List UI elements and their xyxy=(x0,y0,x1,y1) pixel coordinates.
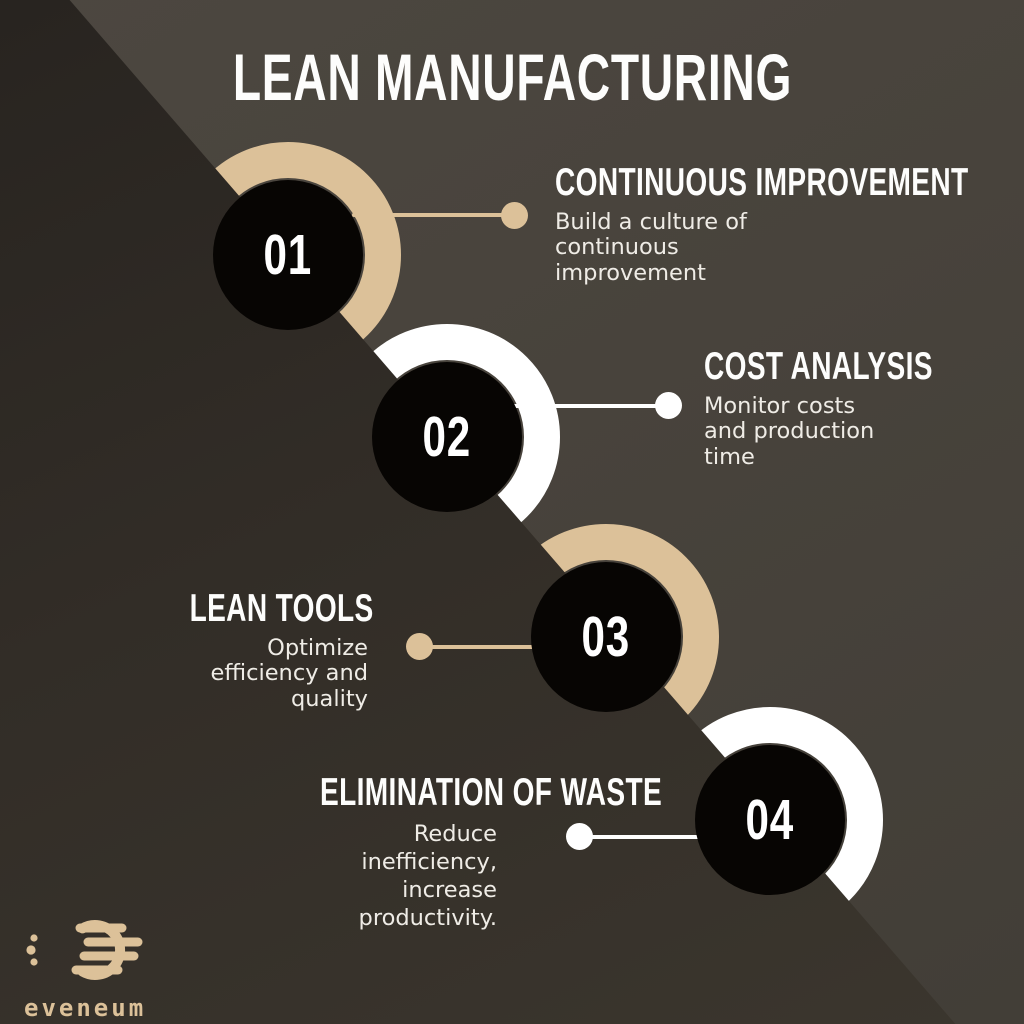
connector-dot xyxy=(566,823,593,850)
eveneum-logo-icon xyxy=(26,920,143,980)
connector-line xyxy=(352,213,514,217)
step-description: Optimize efficiency and quality xyxy=(210,634,369,712)
connector-line xyxy=(579,835,700,839)
step-number-bubble: 01 xyxy=(213,180,363,330)
step-text-block: ELIMINATION OF WASTE Reduce inefficiency… xyxy=(187,771,663,932)
step-number: 03 xyxy=(581,605,631,669)
step-number-bubble: 02 xyxy=(372,362,522,512)
step-number-bubble: 03 xyxy=(531,562,681,712)
connector-line xyxy=(419,645,540,649)
step-heading: LEAN TOOLS xyxy=(189,587,374,630)
step-text-block: LEAN TOOLS Optimize efficiency and quali… xyxy=(118,587,374,712)
page-title: LEAN MANUFACTURING xyxy=(0,44,1024,110)
step-number: 04 xyxy=(745,788,795,852)
brand-logo-text: eveneum xyxy=(24,994,147,1022)
connector-dot xyxy=(655,392,682,419)
step-number: 01 xyxy=(263,223,313,287)
step-heading: COST ANALYSIS xyxy=(704,345,933,388)
step-description: Reduce inefficiency, increase productivi… xyxy=(358,820,497,931)
step-description: Monitor costs and production time xyxy=(704,392,875,470)
page-title-text: LEAN MANUFACTURING xyxy=(232,40,792,114)
step-heading: CONTINUOUS IMPROVEMENT xyxy=(555,161,969,204)
step-heading: ELIMINATION OF WASTE xyxy=(320,771,663,814)
step-number-bubble: 04 xyxy=(695,745,845,895)
step-number: 02 xyxy=(422,405,472,469)
step-text-block: CONTINUOUS IMPROVEMENT Build a culture o… xyxy=(555,161,969,286)
step-description: Build a culture of continuous improvemen… xyxy=(555,208,747,286)
connector-dot xyxy=(406,633,433,660)
step-text-block: COST ANALYSIS Monitor costs and producti… xyxy=(704,345,1024,470)
connector-dot xyxy=(501,202,528,229)
connector-line xyxy=(512,404,670,408)
brand-logo: eveneum xyxy=(24,912,146,1022)
